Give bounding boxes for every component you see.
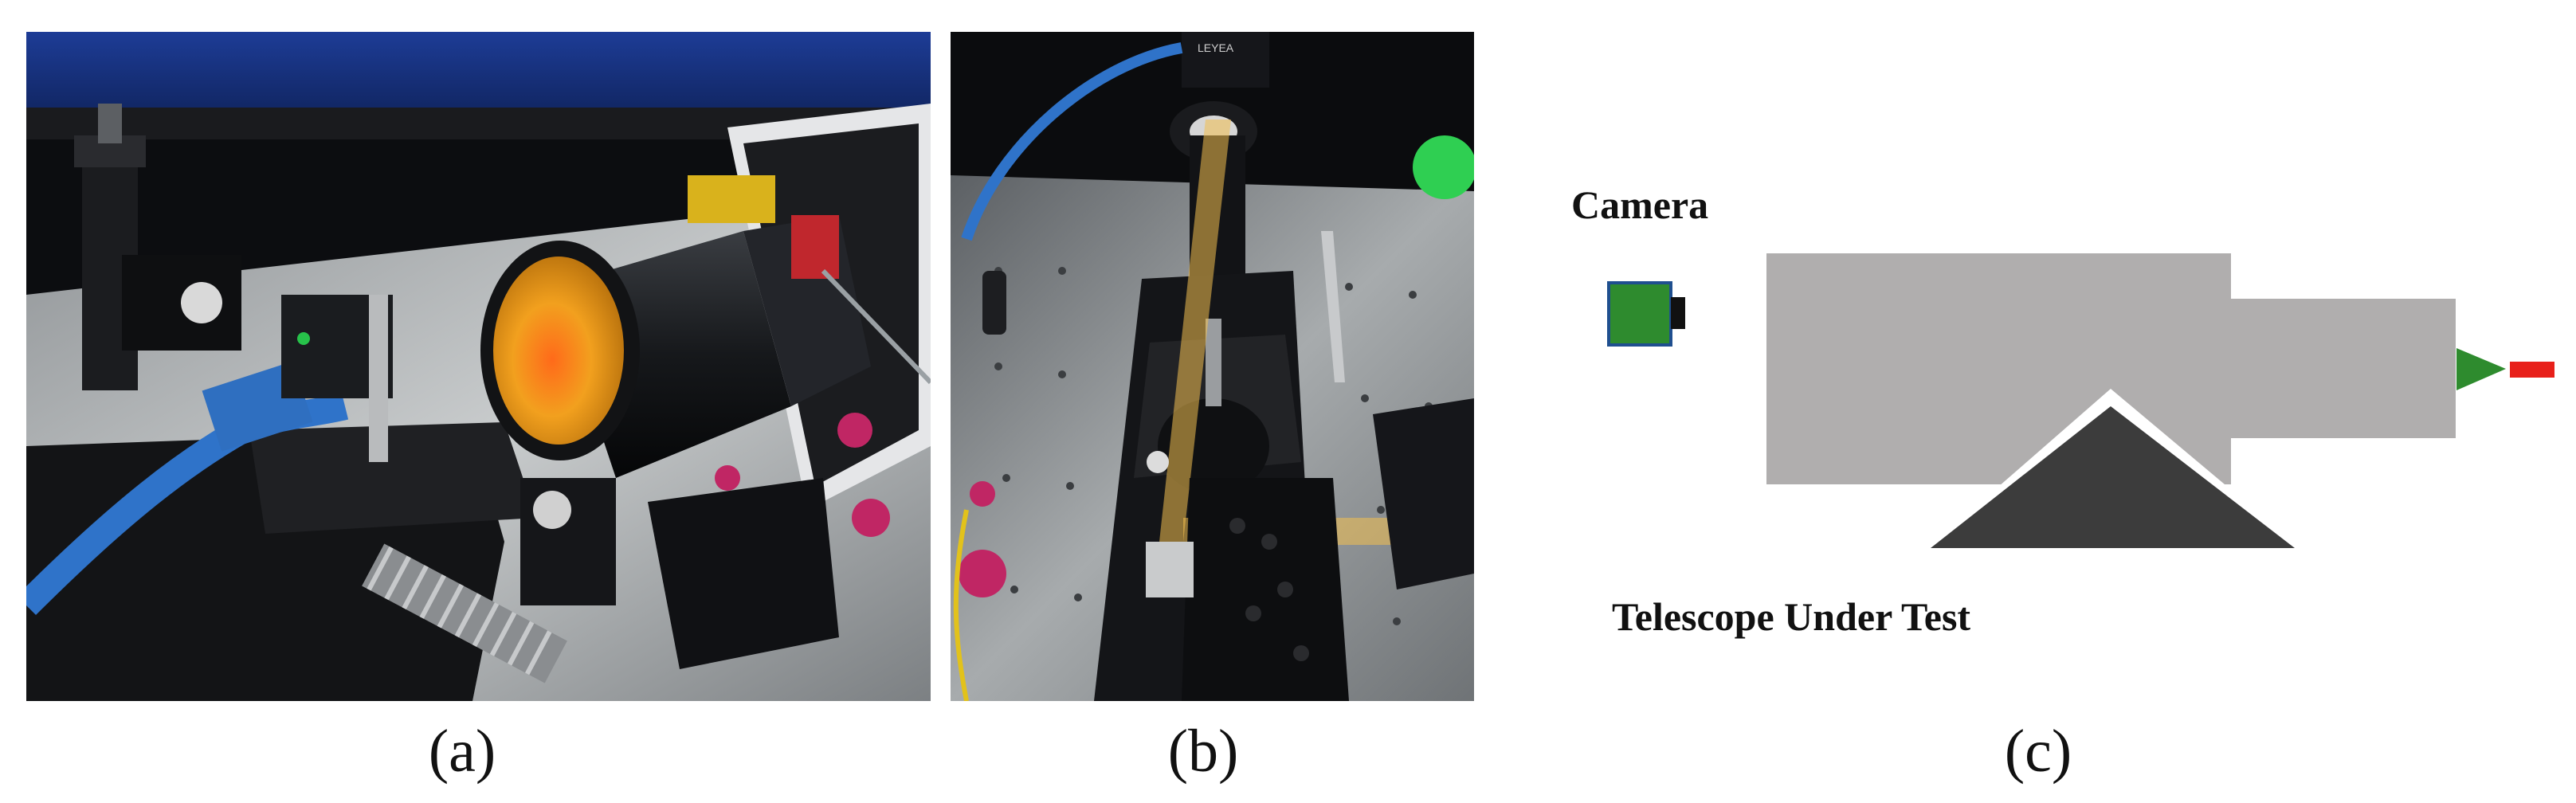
- camera-label: Camera: [1571, 182, 1709, 227]
- caption-b: (b): [1167, 718, 1239, 785]
- camera-lens-mount: [1671, 297, 1685, 329]
- camera-brand-text: LEYEA: [1198, 41, 1234, 54]
- telescope-body: [1766, 253, 2456, 484]
- light-source: [2510, 362, 2554, 378]
- schematic-svg: [1607, 253, 2554, 548]
- photo-panel-a: [26, 32, 931, 701]
- schematic-panel-c: Camera Telescope Under Test: [1514, 0, 2576, 717]
- lens-cone: [2456, 348, 2506, 390]
- caption-a: (a): [428, 718, 496, 785]
- photo-a-illustration: [26, 32, 931, 701]
- telescope-mount: [1931, 406, 2295, 548]
- caption-c: (c): [2004, 718, 2072, 785]
- photo-panel-b: LEYEA: [951, 32, 1474, 701]
- telescope-under-test-label: Telescope Under Test: [1612, 594, 1971, 639]
- photo-b-illustration: LEYEA: [951, 32, 1474, 701]
- camera-body: [1607, 281, 1672, 347]
